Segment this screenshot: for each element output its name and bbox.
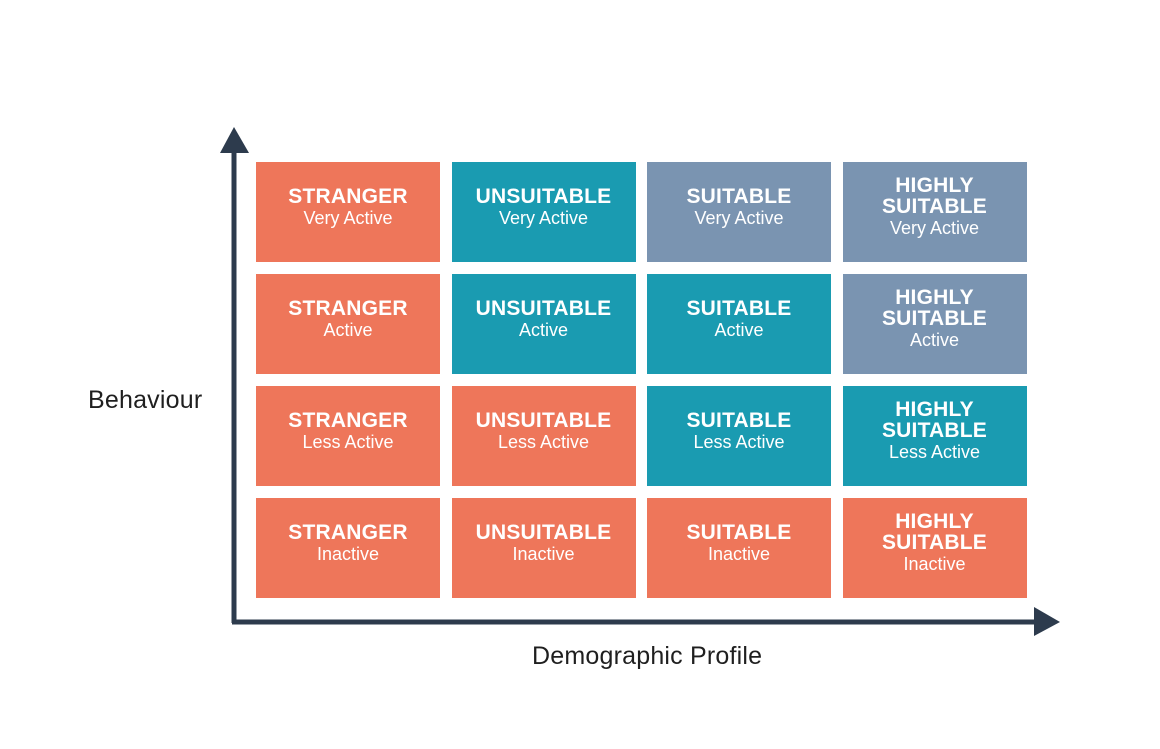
matrix-cell: STRANGER Less Active bbox=[256, 386, 440, 486]
matrix-cell: STRANGER Inactive bbox=[256, 498, 440, 598]
cell-subtitle: Very Active bbox=[303, 207, 393, 228]
y-axis-label: Behaviour bbox=[88, 386, 203, 414]
cell-title: STRANGER bbox=[288, 296, 408, 320]
matrix-cell: UNSUITABLE Active bbox=[451, 274, 636, 374]
matrix-cell: SUITABLE Active bbox=[647, 274, 831, 374]
cell-subtitle: Active bbox=[714, 319, 764, 340]
segment-matrix: STRANGER Very Active UNSUITABLE Very Act… bbox=[256, 162, 1027, 598]
cell-subtitle: Inactive bbox=[903, 554, 966, 574]
cell-subtitle: Active bbox=[323, 319, 373, 340]
cell-title: HIGHLY SUITABLE bbox=[881, 174, 988, 218]
cell-subtitle: Inactive bbox=[707, 543, 771, 564]
cell-title: HIGHLY SUITABLE bbox=[881, 510, 988, 554]
matrix-cell: HIGHLY SUITABLE Very Active bbox=[842, 162, 1027, 262]
cell-subtitle: Very Active bbox=[694, 207, 784, 228]
matrix-cell: UNSUITABLE Less Active bbox=[451, 386, 636, 486]
cell-title: SUITABLE bbox=[686, 184, 792, 208]
matrix-cell: HIGHLY SUITABLE Inactive bbox=[842, 498, 1027, 598]
y-axis-arrowhead bbox=[220, 127, 249, 153]
x-axis-label: Demographic Profile bbox=[532, 642, 763, 670]
matrix-cell: SUITABLE Very Active bbox=[647, 162, 831, 262]
cell-subtitle: Inactive bbox=[512, 543, 575, 564]
cell-subtitle: Very Active bbox=[889, 218, 980, 238]
cell-title: UNSUITABLE bbox=[475, 184, 612, 208]
cell-title: STRANGER bbox=[288, 184, 408, 208]
cell-title: UNSUITABLE bbox=[475, 408, 612, 432]
cell-subtitle: Inactive bbox=[316, 543, 380, 564]
cell-subtitle: Very Active bbox=[498, 207, 589, 228]
x-axis-arrowhead bbox=[1034, 607, 1060, 636]
matrix-cell: SUITABLE Inactive bbox=[647, 498, 831, 598]
cell-title: SUITABLE bbox=[686, 408, 792, 432]
cell-subtitle: Less Active bbox=[302, 431, 394, 452]
cell-subtitle: Less Active bbox=[888, 442, 981, 462]
matrix-cell: STRANGER Very Active bbox=[256, 162, 440, 262]
cell-subtitle: Less Active bbox=[497, 431, 590, 452]
cell-subtitle: Less Active bbox=[693, 431, 785, 452]
cell-subtitle: Active bbox=[909, 330, 960, 350]
matrix-cell: STRANGER Active bbox=[256, 274, 440, 374]
cell-title: HIGHLY SUITABLE bbox=[881, 286, 988, 330]
cell-title: SUITABLE bbox=[686, 296, 792, 320]
matrix-cell: HIGHLY SUITABLE Less Active bbox=[842, 386, 1027, 486]
matrix-cell: UNSUITABLE Very Active bbox=[451, 162, 636, 262]
cell-title: STRANGER bbox=[288, 408, 408, 432]
cell-subtitle: Active bbox=[518, 319, 569, 340]
matrix-cell: SUITABLE Less Active bbox=[647, 386, 831, 486]
cell-title: SUITABLE bbox=[686, 520, 792, 544]
cell-title: UNSUITABLE bbox=[475, 520, 612, 544]
cell-title: HIGHLY SUITABLE bbox=[881, 398, 988, 442]
cell-title: UNSUITABLE bbox=[475, 296, 612, 320]
matrix-cell: HIGHLY SUITABLE Active bbox=[842, 274, 1027, 374]
matrix-cell: UNSUITABLE Inactive bbox=[451, 498, 636, 598]
cell-title: STRANGER bbox=[288, 520, 408, 544]
